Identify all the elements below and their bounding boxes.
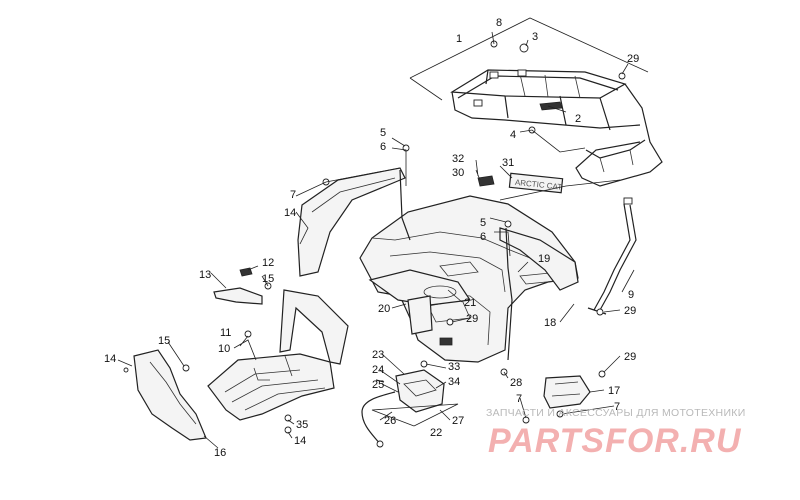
callout-5: 5 (380, 127, 386, 139)
callout-27: 27 (452, 415, 464, 427)
rear-rack-part (450, 69, 663, 187)
callout-28: 28 (510, 377, 522, 389)
callout-2: 2 (575, 113, 581, 125)
grab-bar (587, 197, 637, 315)
footwell-panel (207, 289, 349, 421)
leader-lines (117, 31, 635, 449)
callout-31: 31 (502, 157, 514, 169)
callout-5: 5 (480, 217, 486, 229)
watermark-brand: PARTSFOR.RU (488, 422, 742, 460)
callout-14: 14 (284, 207, 296, 219)
callout-15: 15 (158, 335, 170, 347)
callout-7: 7 (614, 401, 620, 413)
callout-12: 12 (262, 257, 274, 269)
callout-7: 7 (290, 189, 296, 201)
watermark: ЗАПЧАСТИ И АКСЕССУАРЫ ДЛЯ МОТОТЕХНИКИ PA… (486, 407, 746, 460)
rear-hitch (543, 375, 591, 409)
callout-17: 17 (608, 385, 620, 397)
fender-strut (399, 169, 513, 361)
callout-9: 9 (628, 289, 634, 301)
callout-11: 11 (220, 327, 231, 339)
callout-14: 14 (294, 435, 306, 447)
callout-13: 13 (199, 269, 211, 281)
callout-18: 18 (544, 317, 556, 329)
callout-32: 32 (452, 153, 464, 165)
callout-16: 16 (214, 447, 226, 459)
callout-29: 29 (466, 313, 478, 325)
callout-24: 24 (372, 364, 384, 376)
callout-21: 21 (464, 297, 476, 309)
callout-26: 26 (384, 415, 396, 427)
callout-6: 6 (480, 231, 486, 243)
callout-23: 23 (372, 349, 384, 361)
callout-25: 25 (372, 379, 384, 391)
tail-light-assembly (361, 369, 445, 448)
callout-6: 6 (380, 141, 386, 153)
callout-22: 22 (430, 427, 442, 439)
callout-3: 3 (532, 31, 538, 43)
callout-30: 30 (452, 167, 464, 179)
callout-29: 29 (624, 351, 636, 363)
decal-badge: ARCTIC CAT (477, 172, 564, 194)
callout-7: 7 (516, 393, 522, 405)
watermark-tagline: ЗАПЧАСТИ И АКСЕССУАРЫ ДЛЯ МОТОТЕХНИКИ (486, 407, 746, 419)
callout-20: 20 (378, 303, 390, 315)
rack-group-bracket (409, 17, 649, 101)
callout-14: 14 (104, 353, 116, 365)
callout-33: 33 (448, 361, 460, 373)
callout-19: 19 (538, 253, 550, 265)
step-bracket (213, 267, 263, 305)
callout-1: 1 (456, 33, 462, 45)
callout-15: 15 (262, 273, 274, 285)
inner-mudguard (368, 269, 472, 335)
left-side-panel (133, 349, 207, 441)
callout-8: 8 (496, 17, 502, 29)
callout-10: 10 (218, 343, 230, 355)
callout-29: 29 (627, 53, 639, 65)
callout-4: 4 (510, 129, 516, 141)
callout-35: 35 (296, 419, 308, 431)
callout-labels: 1 8 3 29 2 4 5 6 32 30 31 7 14 5 6 19 13… (104, 17, 639, 459)
callout-29: 29 (624, 305, 636, 317)
callout-34: 34 (448, 376, 460, 388)
